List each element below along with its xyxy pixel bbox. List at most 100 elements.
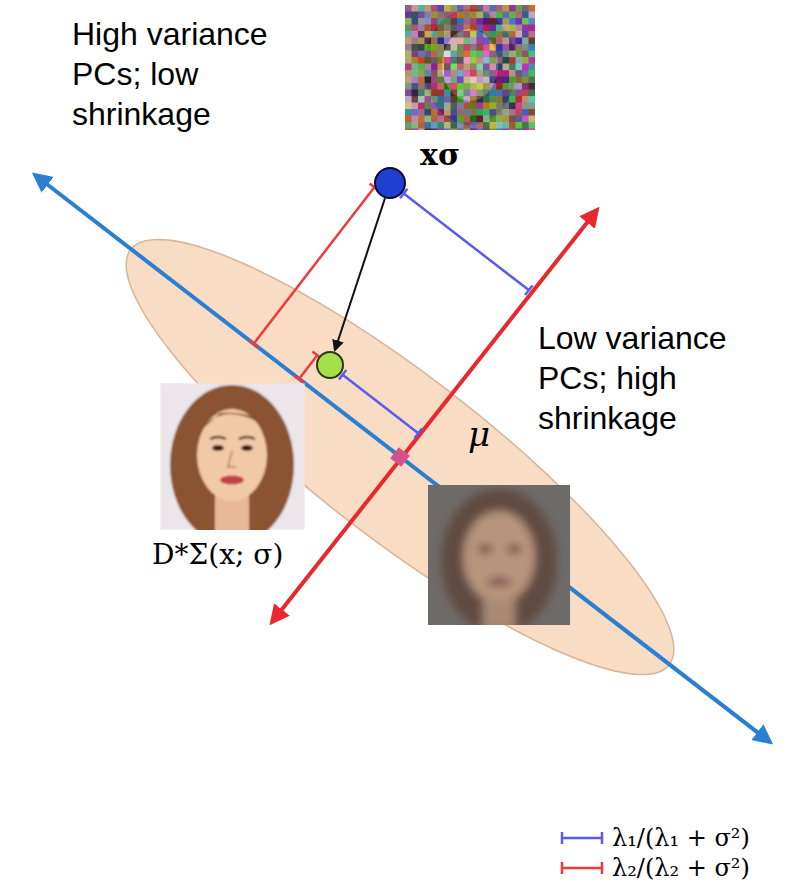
noise-pixel [509, 116, 516, 123]
noise-pixel [438, 129, 445, 131]
denoiser-label: D*Σ(x; σ) [152, 538, 283, 572]
noise-pixel [431, 25, 438, 32]
noise-pixel [477, 25, 484, 32]
noise-pixel [425, 83, 432, 90]
noise-pixel [503, 96, 510, 103]
noise-pixel [509, 44, 516, 51]
noise-pixel [529, 90, 536, 97]
noise-pixel [464, 44, 471, 51]
noise-pixel [405, 129, 412, 131]
noise-pixel [483, 25, 490, 32]
noise-pixel [451, 90, 458, 97]
mean-face [478, 546, 492, 553]
noise-pixel [470, 109, 477, 116]
noise-pixel [503, 70, 510, 77]
noise-pixel [516, 64, 523, 71]
noise-pixel [412, 103, 419, 110]
noise-pixel [451, 77, 458, 84]
noise-pixel [522, 64, 529, 71]
noise-pixel [405, 12, 412, 19]
legend: λ₁/(λ₁ + σ²)λ₂/(λ₂ + σ²) [556, 823, 750, 883]
projection-bracket [404, 194, 529, 291]
noise-pixel [444, 12, 451, 19]
noise-pixel [529, 25, 536, 32]
noise-pixel [444, 129, 451, 131]
denoised-face [160, 383, 305, 530]
noise-pixel [509, 70, 516, 77]
noise-pixel [418, 103, 425, 110]
noise-pixel [431, 109, 438, 116]
noise-pixel [529, 5, 536, 12]
noise-pixel [529, 31, 536, 38]
noise-pixel [496, 116, 503, 123]
noise-pixel [516, 5, 523, 12]
noise-pixel [496, 57, 503, 64]
noise-pixel [405, 25, 412, 32]
noise-pixel [477, 90, 484, 97]
noise-pixel [483, 90, 490, 97]
noise-pixel [425, 18, 432, 25]
projection-bracket [299, 355, 317, 379]
axis-note: Low variance PCs; high shrinkage [538, 318, 793, 438]
noise-pixel [405, 31, 412, 38]
noise-pixel [496, 31, 503, 38]
noise-pixel [438, 103, 445, 110]
noise-pixel [431, 122, 438, 129]
noise-pixel [483, 5, 490, 12]
denoised-face [197, 409, 267, 501]
legend-sample [556, 853, 606, 883]
noise-pixel [431, 90, 438, 97]
noise-pixel [503, 57, 510, 64]
noise-pixel [477, 129, 484, 131]
noise-pixel [503, 77, 510, 84]
noise-pixel [425, 5, 432, 12]
denoised-face [220, 476, 244, 485]
noise-pixel [470, 90, 477, 97]
noise-pixel [509, 25, 516, 32]
noise-pixel [431, 70, 438, 77]
noise-pixel [444, 116, 451, 123]
noise-pixel [529, 83, 536, 90]
noise-pixel [477, 5, 484, 12]
noise-pixel [516, 77, 523, 84]
noise-pixel [451, 129, 458, 131]
noise-pixel [503, 44, 510, 51]
noise-pixel [516, 12, 523, 19]
noise-pixel [444, 103, 451, 110]
noise-pixel [431, 83, 438, 90]
noise-pixel [483, 64, 490, 71]
noise-pixel [516, 90, 523, 97]
noise-pixel [490, 103, 497, 110]
noise-pixel [477, 70, 484, 77]
noise-pixel [451, 57, 458, 64]
noise-pixel [418, 122, 425, 129]
noise-pixel [496, 83, 503, 90]
noise-pixel [418, 5, 425, 12]
noise-pixel [503, 109, 510, 116]
noise-pixel [444, 18, 451, 25]
noise-pixel [412, 129, 419, 131]
noise-pixel [438, 64, 445, 71]
noise-pixel [490, 70, 497, 77]
noise-pixel [509, 18, 516, 25]
noise-pixel [503, 5, 510, 12]
noise-pixel [490, 51, 497, 58]
noise-pixel [431, 103, 438, 110]
noise-pixel [516, 83, 523, 90]
noise-pixel [516, 44, 523, 51]
noise-pixel [405, 70, 412, 77]
noise-pixel [425, 51, 432, 58]
noise-pixel [490, 31, 497, 38]
noise-pixel [529, 122, 536, 129]
legend-sample-line [562, 867, 602, 870]
noise-pixel [457, 96, 464, 103]
noise-pixel [522, 12, 529, 19]
legend-sample-line [562, 837, 602, 840]
noise-pixel [464, 103, 471, 110]
noise-pixel [405, 44, 412, 51]
noise-pixel [464, 38, 471, 45]
noise-pixel [503, 90, 510, 97]
noise-pixel [451, 96, 458, 103]
noise-pixel [509, 64, 516, 71]
legend-text: λ₂/(λ₂ + σ²) [612, 853, 750, 883]
